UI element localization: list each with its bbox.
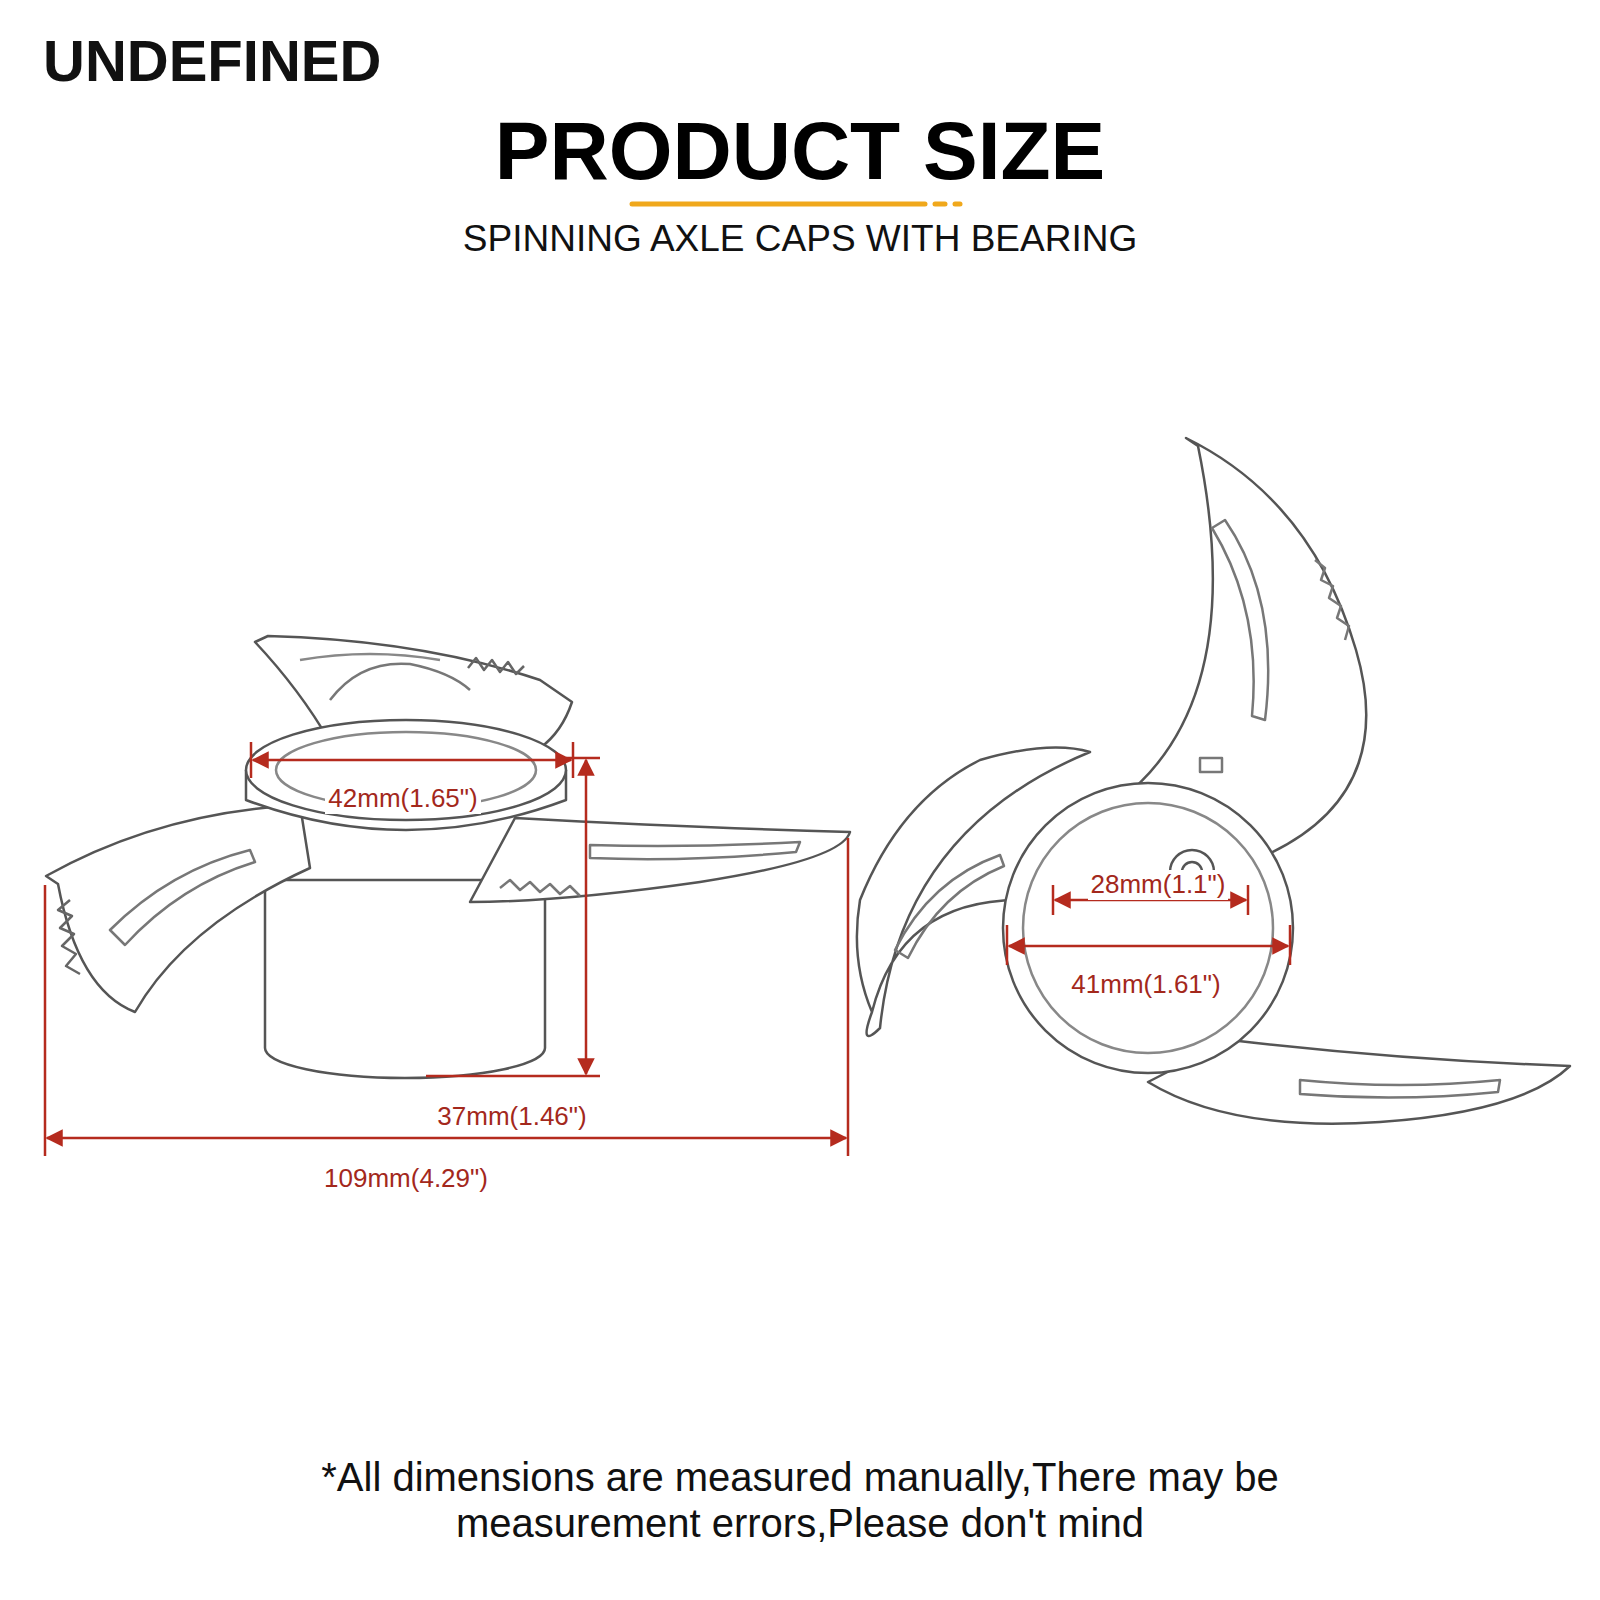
brand-name: UNDEFINED [43,28,381,95]
dimension-label: 41mm(1.61") [1068,970,1223,1000]
dimension-lines [45,742,1290,1156]
title: PRODUCT SIZE [495,104,1105,198]
dimension-label: 109mm(4.29") [321,1164,491,1194]
axle-cap-side-view [46,636,850,1078]
subtitle: SPINNING AXLE CAPS WITH BEARING [463,218,1137,261]
caption: *All dimensions are measured manually,Th… [260,1454,1340,1546]
dimension-label: 37mm(1.46") [434,1102,589,1132]
title-underline [632,204,960,205]
dimension-label: 28mm(1.1") [1088,870,1229,900]
dimension-label: 42mm(1.65") [325,784,480,814]
axle-cap-front-view [857,438,1570,1124]
